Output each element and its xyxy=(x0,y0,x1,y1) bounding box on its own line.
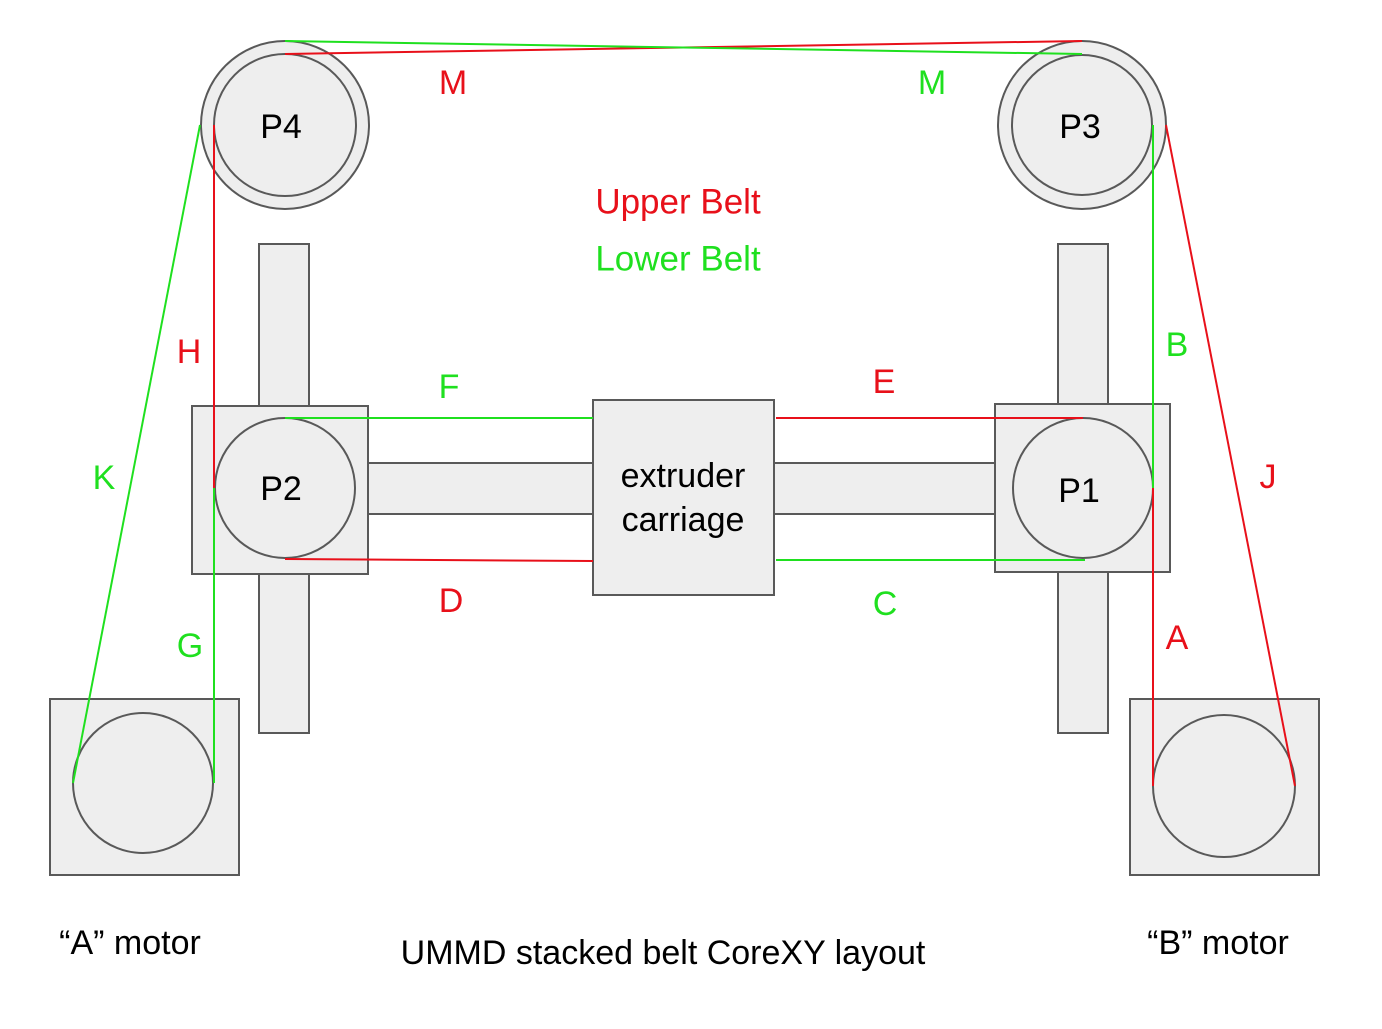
belt-label-b: B xyxy=(1166,326,1189,364)
motor-a-pulley xyxy=(72,712,214,854)
belt-label-k: K xyxy=(93,459,116,497)
belt-segment-d xyxy=(284,558,594,562)
carriage-label-line2: carriage xyxy=(622,501,745,539)
belt-label-d: D xyxy=(439,582,464,620)
belt-label-h: H xyxy=(177,333,202,371)
pulley-label-p4: P4 xyxy=(260,108,302,146)
legend-upper-belt: Upper Belt xyxy=(595,183,761,222)
legend-lower-belt: Lower Belt xyxy=(595,240,761,279)
belt-label-e: E xyxy=(873,363,896,401)
pulley-label-p2: P2 xyxy=(260,470,302,508)
belt-label-m-upper: M xyxy=(439,64,467,102)
pulley-label-p1: P1 xyxy=(1058,472,1100,510)
extruder-carriage xyxy=(592,399,775,596)
belts xyxy=(72,40,1296,787)
belt-label-c: C xyxy=(873,585,898,623)
pulley-label-p3: P3 xyxy=(1059,108,1101,146)
belt-segment-k xyxy=(72,124,201,784)
diagram-title: UMMD stacked belt CoreXY layout xyxy=(401,934,926,972)
belt-label-a: A xyxy=(1166,619,1189,657)
belt-label-f: F xyxy=(439,368,460,406)
motor-b-pulley xyxy=(1152,714,1296,858)
motor-b-label: “B” motor xyxy=(1147,924,1289,962)
carriage-label-line1: extruder xyxy=(621,457,746,495)
belt-label-j: J xyxy=(1260,458,1277,496)
belt-label-m-lower: M xyxy=(918,64,946,102)
belt-label-g: G xyxy=(177,627,203,665)
belt-segment-j xyxy=(1165,124,1296,787)
motor-a-label: “A” motor xyxy=(59,924,201,962)
belt-segment-m-lower xyxy=(284,40,1083,55)
